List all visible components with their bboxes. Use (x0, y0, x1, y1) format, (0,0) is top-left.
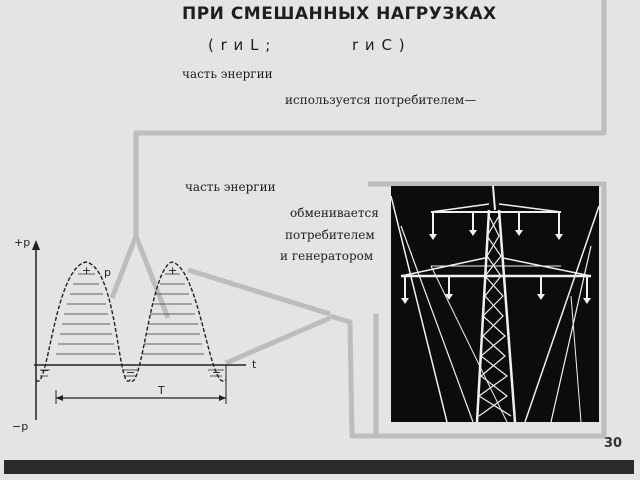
text-part-energy-2: часть энергии (185, 180, 276, 194)
power-tower-photo (390, 185, 600, 423)
text-consumer: потребителем (285, 228, 375, 242)
page-number: 30 (604, 436, 623, 451)
curve-label-p: p (104, 266, 111, 279)
minus-sign-3: − (212, 366, 222, 379)
subtitle-rl: ( r и L ; (208, 36, 272, 54)
plus-sign-1: + (82, 264, 92, 277)
text-and-generator: и генератором (280, 249, 374, 263)
subtitle-rc: r и C ) (352, 36, 406, 54)
minus-sign-1: − (40, 364, 50, 377)
text-exchanged: обменивается (290, 206, 379, 220)
axis-p-top: +p (14, 236, 31, 249)
p-curve (35, 261, 227, 382)
p-axis-arrow (32, 240, 40, 250)
slide-title: ПРИ СМЕШАННЫХ НАГРУЗКАХ (182, 4, 497, 24)
axis-t: t (252, 358, 257, 371)
bottom-bar (4, 460, 634, 474)
text-part-energy-1: часть энергии (182, 67, 273, 81)
power-tower-icon (390, 185, 600, 423)
hatching (40, 273, 224, 377)
text-used-by-consumer: используется потребителем— (285, 93, 477, 107)
minus-sign-2: − (126, 366, 136, 379)
axis-p-bottom: −p (12, 420, 29, 433)
period-label: T (158, 384, 165, 397)
plus-sign-2: + (168, 264, 178, 277)
